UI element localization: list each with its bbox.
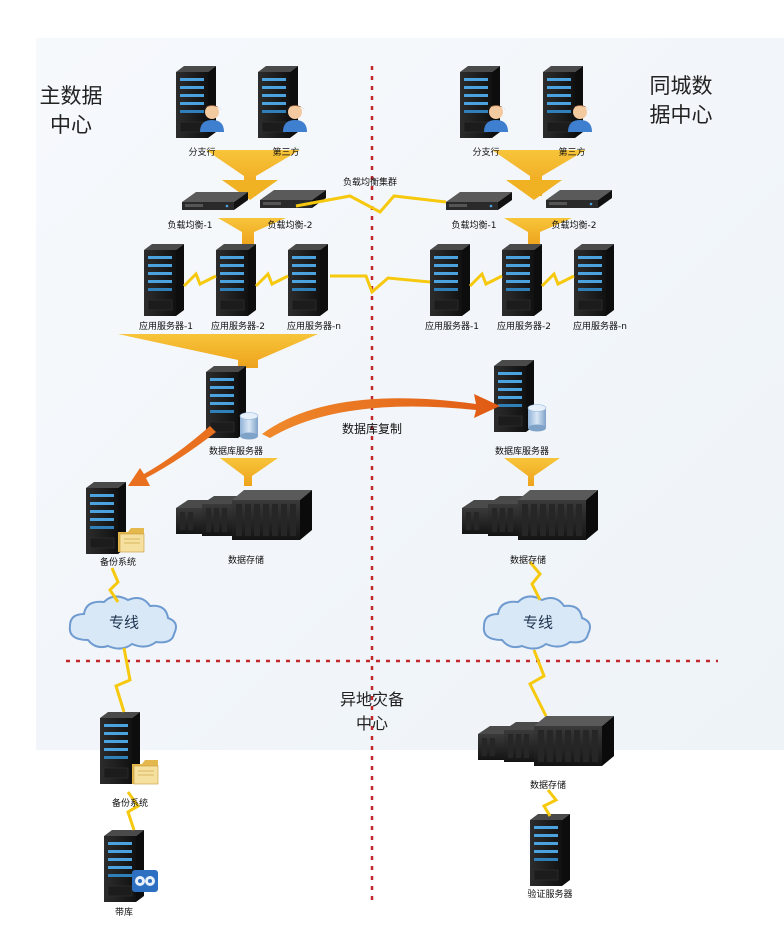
label-main-app-n: 应用服务器-n [287, 322, 341, 332]
main-backup-cloud-link [108, 567, 120, 603]
main-funnel-app-icon [118, 334, 318, 368]
label-main-line: 专线 [108, 613, 140, 632]
label-city-branch: 分支行 [472, 148, 500, 158]
label-main-backup: 备份系统 [99, 558, 137, 568]
main-app-2-icon [215, 243, 257, 317]
label-main-db: 数据库服务器 [208, 447, 264, 457]
label-city-line: 专线 [522, 613, 554, 632]
label-remote-tape: 带库 [114, 908, 134, 918]
label-city-storage: 数据存储 [509, 556, 547, 566]
remote-verify-icon [529, 813, 571, 887]
city-storage-cloud-link [528, 561, 542, 601]
main-app-link-1 [182, 271, 217, 288]
label-main-thirdparty: 第三方 [272, 148, 300, 158]
label-db-replication: 数据库复制 [342, 422, 403, 436]
label-main-lb-1: 负载均衡-1 [167, 221, 213, 231]
label-city-lb-2: 负载均衡-2 [551, 221, 597, 231]
main-funnel-db-icon [220, 458, 278, 486]
label-remote-verify: 验证服务器 [527, 890, 573, 900]
label-main-lb-2: 负载均衡-2 [267, 221, 313, 231]
label-main-app-2: 应用服务器-2 [211, 322, 265, 332]
region-label-same-city: 同城数 据中心 [649, 74, 713, 127]
main-app-1-icon [143, 243, 185, 317]
region-label-main: 主数据 中心 [39, 84, 103, 137]
main-app-n-icon [287, 243, 329, 317]
city-app-n-icon [573, 243, 615, 317]
main-funnel-lb-icon [218, 218, 286, 246]
label-lb-cluster: 负载均衡集群 [342, 178, 398, 188]
city-app-1-icon [429, 243, 471, 317]
city-funnel-clients-icon [492, 150, 586, 196]
label-city-app-n: 应用服务器-n [573, 322, 627, 332]
main-app-link-2 [254, 271, 289, 288]
lb-cluster-link [295, 194, 447, 214]
city-funnel-db-icon [504, 458, 560, 486]
label-main-branch: 分支行 [188, 148, 216, 158]
label-main-app-1: 应用服务器-1 [139, 322, 193, 332]
label-city-db: 数据库服务器 [494, 447, 550, 457]
label-city-app-1: 应用服务器-1 [425, 322, 479, 332]
main-funnel-clients-icon [206, 150, 300, 196]
city-app-link-2 [540, 271, 575, 288]
label-remote-backup: 备份系统 [111, 799, 149, 809]
city-cloud-remote-link [528, 649, 548, 717]
label-remote-storage: 数据存储 [529, 781, 567, 791]
city-app-link-1 [468, 271, 503, 288]
remote-tape-icon [103, 829, 158, 903]
label-city-app-2: 应用服务器-2 [497, 322, 551, 332]
db-replication-arrow [262, 394, 500, 438]
remote-storage-verify-link [541, 789, 559, 817]
app-cross-link [330, 274, 431, 295]
label-main-storage: 数据存储 [227, 556, 265, 566]
city-funnel-lb-icon [504, 218, 572, 246]
remote-backup-tape-link [126, 791, 141, 831]
region-label-remote: 异地灾备 中心 [339, 690, 404, 733]
db-backup-arrow [128, 426, 216, 486]
city-app-2-icon [501, 243, 543, 317]
main-cloud-remote-link [114, 647, 132, 713]
label-city-thirdparty: 第三方 [558, 148, 586, 158]
label-city-lb-1: 负载均衡-1 [451, 221, 497, 231]
